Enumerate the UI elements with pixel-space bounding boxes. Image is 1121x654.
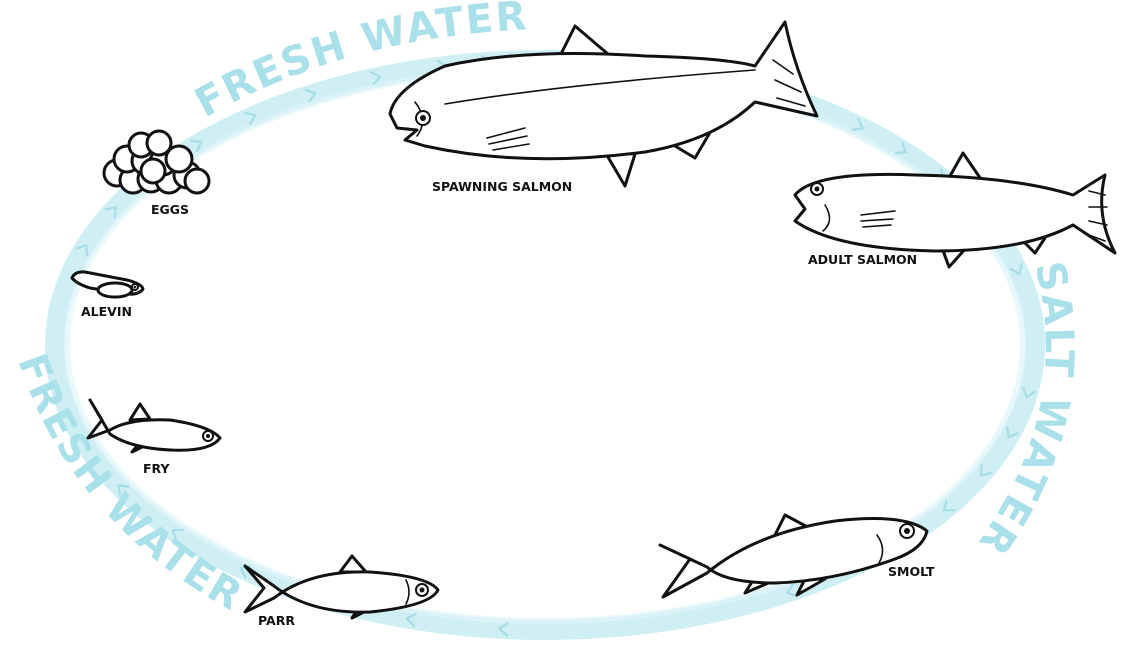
stage-label-spawning-salmon: SPAWNING SALMON [432,179,572,194]
stage-label-eggs: EGGS [151,202,189,217]
stage-label-fry: FRY [143,461,170,476]
spawning-salmon-icon [390,22,817,186]
stage-label-adult-salmon: ADULT SALMON [808,252,917,267]
stage-label-parr: PARR [258,613,295,628]
alevin-icon [72,272,143,297]
adult-salmon-icon [795,153,1115,267]
fry-fish-icon [88,400,220,452]
stage-label-alevin: ALEVIN [81,304,132,319]
stage-label-smolt: SMOLT [888,564,935,579]
